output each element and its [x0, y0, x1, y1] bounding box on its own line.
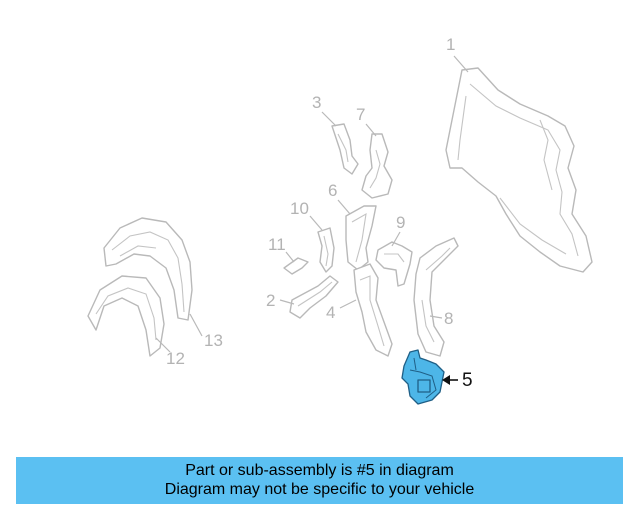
callout-number: 2: [266, 291, 275, 310]
part-2: [289, 275, 339, 319]
callout-number: 6: [328, 181, 337, 200]
callout-6: 6: [328, 181, 351, 215]
callout-number: 11: [268, 235, 286, 254]
callout-1: 1: [446, 35, 469, 73]
part-1-quarter-panel: [445, 67, 593, 273]
callout-8: 8: [429, 309, 453, 328]
part-13-wheelhouse: [103, 217, 193, 321]
part-8: [413, 237, 459, 357]
callout-11: 11: [268, 235, 295, 263]
callout-number: 7: [356, 105, 365, 124]
part-5-highlighted: [401, 349, 445, 405]
callout-2: 2: [266, 291, 295, 310]
callout-7: 7: [356, 105, 377, 137]
info-banner: Part or sub-assembly is #5 in diagram Di…: [16, 457, 623, 504]
parts-diagram: 1 3 7 6 9 10: [87, 35, 593, 405]
part-6: [345, 205, 377, 271]
part-12-wheel-liner: [87, 275, 165, 357]
arrow-head-icon: [442, 375, 450, 385]
callout-number: 10: [290, 199, 309, 218]
banner-line-1: Part or sub-assembly is #5 in diagram: [185, 462, 454, 479]
callout-13: 13: [189, 313, 223, 350]
callout-number: 4: [326, 303, 335, 322]
part-4: [353, 263, 393, 357]
callout-number: 8: [444, 309, 453, 328]
callout-number: 13: [204, 331, 223, 350]
part-11: [283, 257, 309, 275]
callout-number: 1: [446, 35, 455, 54]
callout-9: 9: [391, 213, 405, 247]
callout-5: 5: [442, 370, 473, 391]
part-10: [317, 227, 335, 273]
banner-line-2: Diagram may not be specific to your vehi…: [164, 481, 475, 498]
callout-12: 12: [155, 337, 185, 368]
part-3: [331, 123, 359, 175]
callout-number: 12: [166, 349, 185, 368]
callout-10: 10: [290, 199, 323, 231]
part-9: [375, 241, 413, 287]
callout-number: 3: [312, 93, 321, 112]
callout-3: 3: [312, 93, 337, 127]
part-7: [361, 133, 393, 199]
callout-4: 4: [326, 299, 357, 322]
callout-number: 9: [396, 213, 405, 232]
callout-number: 5: [462, 370, 473, 391]
